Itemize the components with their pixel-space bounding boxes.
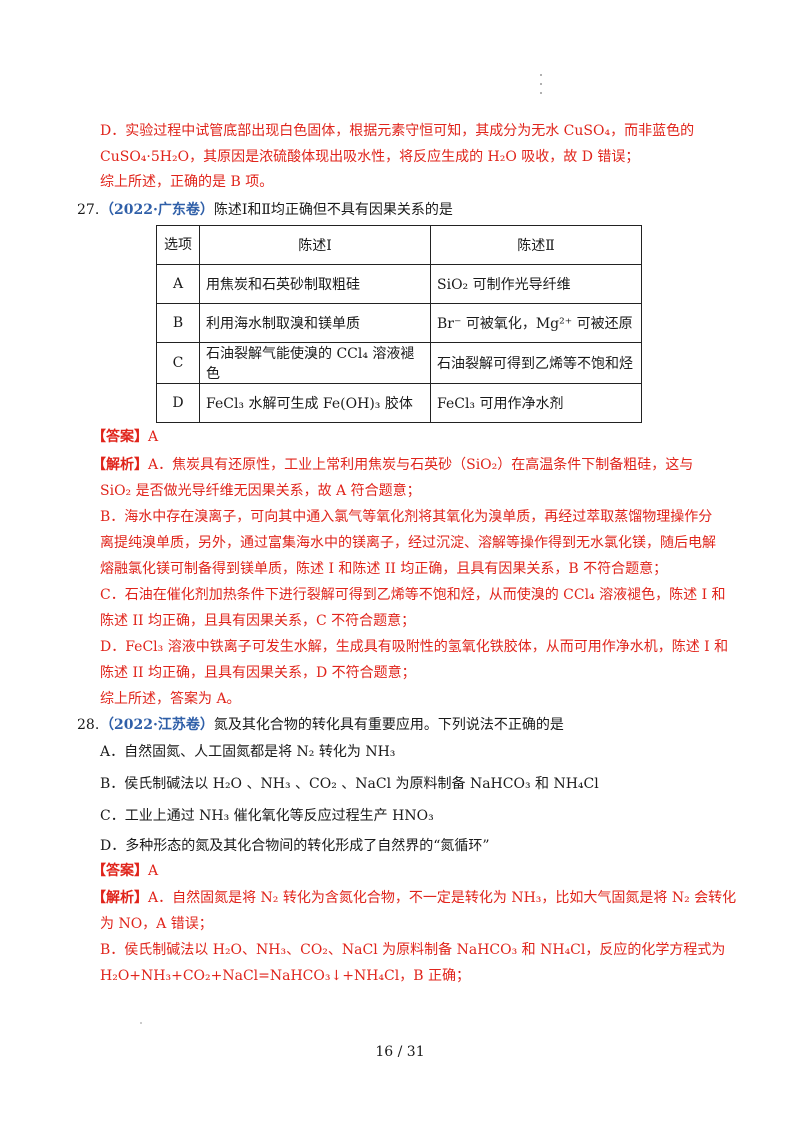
q28-stem-line: （2022·江苏卷）氮及其化合物的转化具有重要应用。下列说法不正确的是 [100, 715, 564, 735]
q27-stem-line: （2022·广东卷）陈述Ⅰ和Ⅱ均正确但不具有因果关系的是 [100, 200, 453, 220]
prev-option-d-line1: D．实验过程中试管底部出现白色固体，根据元素守恒可知，其成分为无水 CuSO₄，… [100, 123, 695, 139]
analysis-text: C．石油在催化剂加热条件下进行裂解可得到乙烯等不饱和烃，从而使溴的 CCl₄ 溶… [100, 587, 726, 603]
table-row: C 石油裂解气能使溴的 CCl₄ 溶液褪色 石油裂解可得到乙烯等不饱和烃 [156, 342, 642, 384]
row-option: C [156, 342, 200, 384]
analysis-text: A．自然固氮是将 N₂ 转化为含氮化合物，不一定是转化为 NH₃，比如大气固氮是… [148, 890, 737, 906]
row-statement-1: 用焦炭和石英砂制取粗硅 [199, 264, 431, 304]
q28-stem: 氮及其化合物的转化具有重要应用。下列说法不正确的是 [213, 717, 564, 733]
q27-summary: 综上所述，答案为 A。 [100, 691, 241, 707]
answer-label: 【答案】 [92, 863, 148, 879]
q28-analysis-line: 【解析】A．自然固氮是将 N₂ 转化为含氮化合物，不一定是转化为 NH₃，比如大… [92, 888, 736, 908]
analysis-text: H₂O+NH₃+CO₂+NaCl=NaHCO₃↓+NH₄Cl，B 正确； [100, 968, 470, 984]
row-option: B [156, 303, 200, 343]
table-row: D FeCl₃ 水解可生成 Fe(OH)₃ 胶体 FeCl₃ 可用作净水剂 [156, 383, 642, 423]
row-statement-1: 石油裂解气能使溴的 CCl₄ 溶液褪色 [199, 342, 431, 384]
row-statement-2: 石油裂解可得到乙烯等不饱和烃 [430, 342, 642, 384]
row-statement-2: SiO₂ 可制作光导纤维 [430, 264, 642, 304]
table-row: A 用焦炭和石英砂制取粗硅 SiO₂ 可制作光导纤维 [156, 264, 642, 304]
row-option: A [156, 264, 200, 304]
q27-source: （2022·广东卷） [100, 202, 214, 218]
analysis-text: B．侯氏制碱法以 H₂O、NH₃、CO₂、NaCl 为原料制备 NaHCO₃ 和… [100, 942, 726, 958]
analysis-text: 陈述 II 均正确，且具有因果关系，C 不符合题意； [100, 613, 416, 629]
q28-source: （2022·江苏卷） [100, 717, 214, 733]
analysis-text: D．FeCl₃ 溶液中铁离子可发生水解，生成具有吸附性的氢氧化铁胶体，从而可用作… [100, 639, 729, 655]
header-option: 选项 [156, 225, 200, 265]
prev-summary: 综上所述，正确的是 B 项。 [100, 174, 274, 190]
analysis-text: 陈述 II 均正确，且具有因果关系，D 不符合题意； [100, 665, 416, 681]
q28-option-c: C．工业上通过 NH₃ 催化氧化等反应过程生产 HNO₃ [100, 808, 434, 824]
prev-option-d-line2: CuSO₄·5H₂O，其原因是浓硫酸体现出吸水性，将反应生成的 H₂O 吸收，故… [100, 149, 640, 165]
q27-answer: 【答案】A [92, 427, 158, 447]
row-option: D [156, 383, 200, 423]
analysis-text: A．焦炭具有还原性，工业上常利用焦炭与石英砂（SiO₂）在高温条件下制备粗硅，这… [148, 457, 694, 473]
analysis-text: 熔融氯化镁可制备得到镁单质，陈述 I 和陈述 II 均正确，且具有因果关系，B … [100, 561, 668, 577]
page-number: 16 / 31 [375, 1044, 425, 1060]
q27-table: 选项 陈述Ⅰ 陈述Ⅱ A 用焦炭和石英砂制取粗硅 SiO₂ 可制作光导纤维 B … [156, 225, 642, 423]
row-statement-2: Br⁻ 可被氧化，Mg²⁺ 可被还原 [430, 303, 642, 343]
q28-answer: 【答案】A [92, 861, 158, 881]
answer-label: 【答案】 [92, 429, 148, 445]
row-statement-1: FeCl₃ 水解可生成 Fe(OH)₃ 胶体 [199, 383, 431, 423]
row-statement-1: 利用海水制取溴和镁单质 [199, 303, 431, 343]
header-statement-2: 陈述Ⅱ [430, 225, 642, 265]
analysis-text: 离提纯溴单质，另外，通过富集海水中的镁离子，经过沉淀、溶解等操作得到无水氯化镁，… [100, 535, 716, 551]
table-header-row: 选项 陈述Ⅰ 陈述Ⅱ [156, 225, 642, 265]
header-statement-1: 陈述Ⅰ [199, 225, 431, 265]
scan-mark [140, 1022, 142, 1024]
answer-value: A [148, 429, 159, 445]
analysis-text: 为 NO，A 错误； [100, 916, 213, 932]
analysis-label: 【解析】 [92, 457, 148, 473]
q28-option-d: D．多种形态的氮及其化合物间的转化形成了自然界的“氮循环” [100, 838, 490, 854]
q28-option-a: A．自然固氮、人工固氮都是将 N₂ 转化为 NH₃ [100, 744, 396, 760]
answer-value: A [148, 863, 159, 879]
q28-option-b: B．侯氏制碱法以 H₂O 、NH₃ 、CO₂ 、NaCl 为原料制备 NaHCO… [100, 776, 599, 792]
analysis-text: B．海水中存在溴离子，可向其中通入氯气等氧化剂将其氧化为溴单质，再经过萃取蒸馏物… [100, 509, 713, 525]
analysis-label: 【解析】 [92, 890, 148, 906]
q27-analysis-line: 【解析】A．焦炭具有还原性，工业上常利用焦炭与石英砂（SiO₂）在高温条件下制备… [92, 455, 693, 475]
row-statement-2: FeCl₃ 可用作净水剂 [430, 383, 642, 423]
q27-number: 27. [77, 202, 100, 218]
analysis-text: SiO₂ 是否做光导纤维无因果关系，故 A 符合题意； [100, 483, 421, 499]
table-row: B 利用海水制取溴和镁单质 Br⁻ 可被氧化，Mg²⁺ 可被还原 [156, 303, 642, 343]
q28-number: 28. [77, 717, 100, 733]
q27-stem: 陈述Ⅰ和Ⅱ均正确但不具有因果关系的是 [213, 202, 453, 218]
margin-dots [540, 74, 544, 101]
